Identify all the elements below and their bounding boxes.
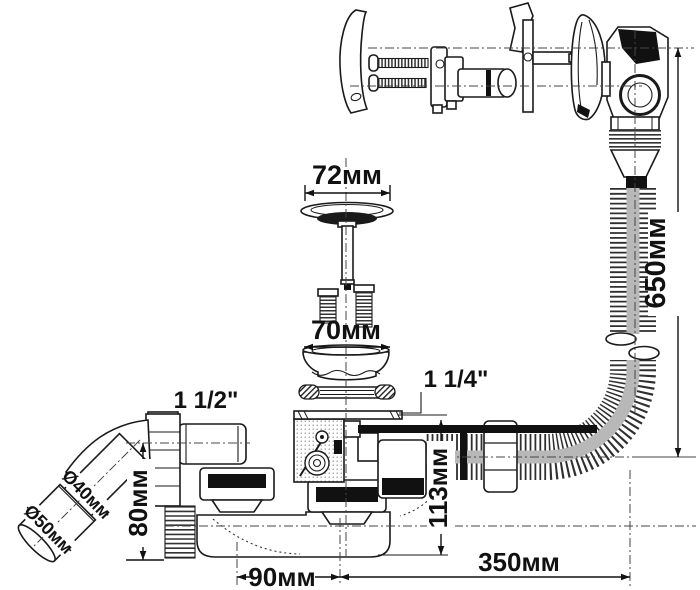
- dimension-72mm: 72мм: [304, 160, 391, 201]
- overflow-body: [601, 26, 669, 189]
- lever-bracket: [430, 46, 517, 114]
- dimension-113mm: 113мм: [378, 414, 455, 556]
- dimension-90mm: 90мм: [237, 562, 340, 590]
- rubber-gasket: [298, 384, 396, 400]
- dimension-1-1-4: 1 1/4": [399, 366, 489, 414]
- centre-lines: [126, 30, 696, 586]
- dim-80-label: 80мм: [123, 469, 153, 536]
- dim-72-label: 72мм: [312, 160, 382, 190]
- fixing-screws: [368, 54, 429, 92]
- threaded-studs: [317, 284, 375, 328]
- drain-cap: [300, 201, 394, 228]
- thread-size-right-label: 1 1/4": [424, 366, 489, 393]
- bowden-cable: [358, 425, 597, 433]
- left-inlet-arm: [177, 423, 247, 465]
- dim-650-label: 650мм: [640, 217, 672, 308]
- elbow-lower-ribs: [164, 505, 196, 559]
- dim-70-label: 70мм: [311, 315, 381, 345]
- dim-113-label: 113мм: [423, 448, 453, 528]
- dimension-350mm: 350мм: [340, 547, 630, 581]
- drain-flange-plate: [293, 410, 403, 420]
- cable-mechanism-box: [293, 418, 345, 483]
- overflow-trim-exploded: [339, 2, 669, 189]
- left-union-nut: [199, 467, 275, 513]
- overflow-shell-plate: [570, 14, 606, 121]
- dimension-80mm: 80мм: [123, 443, 164, 561]
- overflow-cover-plate: [339, 9, 369, 114]
- hidden-line: [212, 518, 301, 555]
- centre-union-nut: [307, 479, 387, 525]
- overflow-lever: [509, 2, 604, 113]
- outlet-nut: [357, 432, 427, 499]
- dimension-70mm: 70мм: [304, 315, 390, 351]
- dim-90-label: 90мм: [248, 562, 315, 590]
- cap-stem: [340, 225, 355, 290]
- hose-end-mark: [460, 431, 467, 480]
- dimension-650mm: 650мм: [640, 48, 696, 458]
- thread-size-left-label: 1 1/2": [174, 387, 239, 414]
- drain-column-exploded: [298, 201, 396, 400]
- corrugated-overflow-hose: [424, 188, 666, 480]
- trap-assembly: [17, 410, 597, 563]
- dim-350-label: 350мм: [478, 547, 560, 577]
